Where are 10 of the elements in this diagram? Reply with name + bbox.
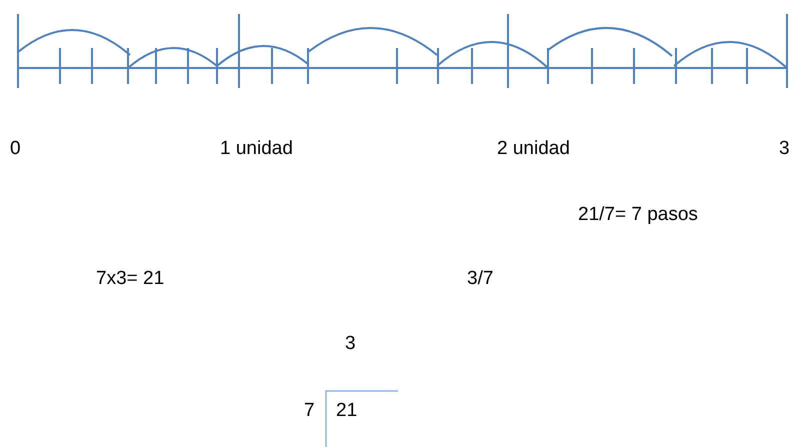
tick-label: 3: [779, 138, 790, 160]
quotient: 3: [345, 333, 356, 355]
multiplication-note: 7x3= 21: [96, 268, 164, 290]
tick-label: 0: [10, 138, 21, 160]
tick-label: 2 unidad: [497, 138, 570, 160]
fraction-label: 3/7: [467, 268, 494, 290]
division-note: 21/7= 7 pasos: [578, 204, 698, 226]
tick-label: 1 unidad: [220, 138, 293, 160]
dividend: 21: [336, 400, 358, 422]
divisor: 7: [304, 400, 315, 422]
